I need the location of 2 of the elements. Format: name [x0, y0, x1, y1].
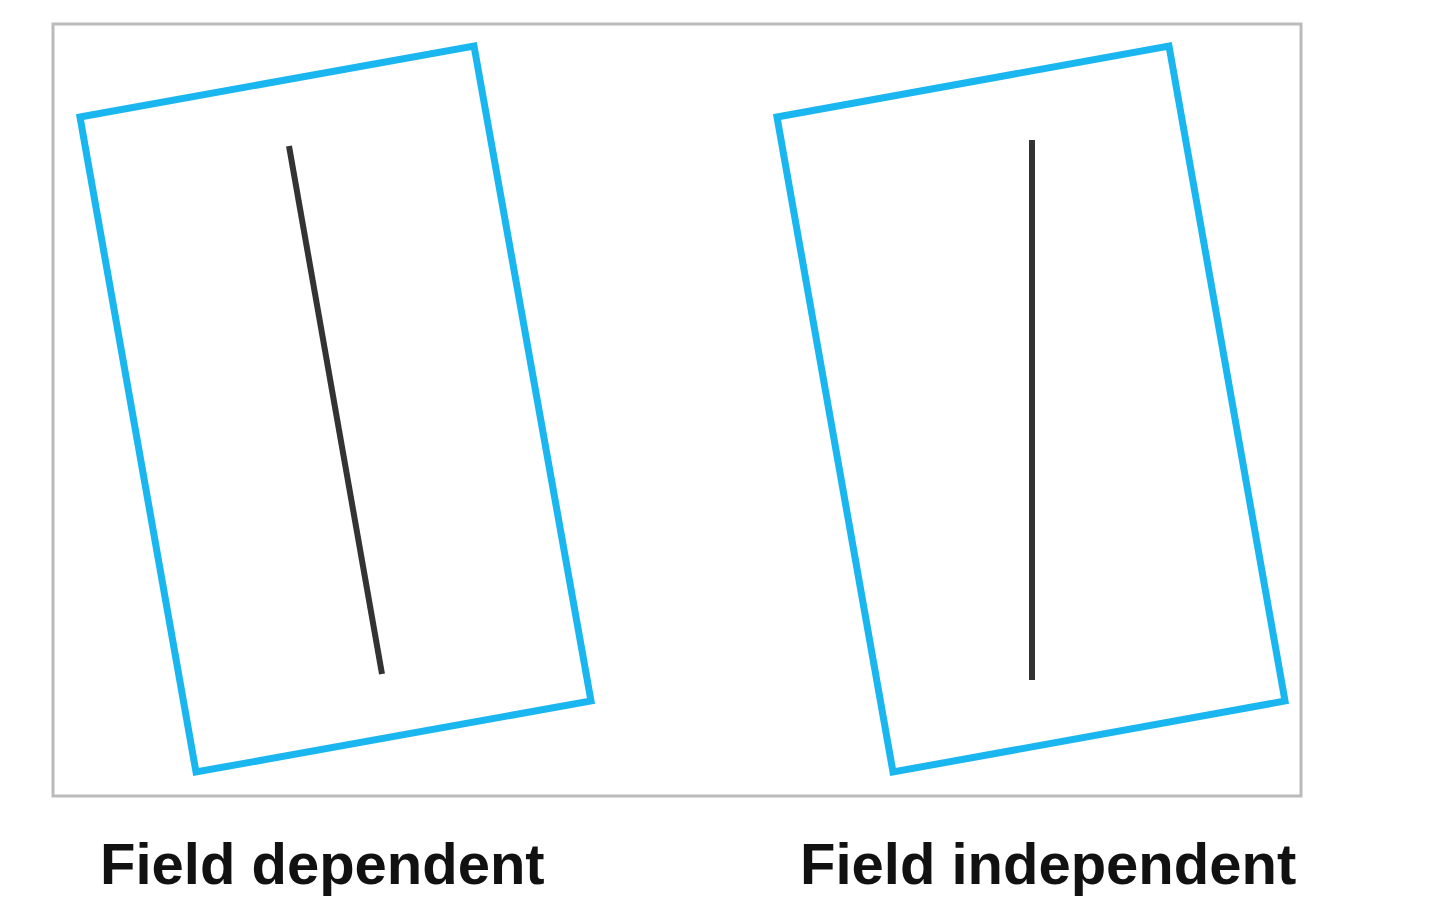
caption-label: Field dependent — [100, 832, 545, 896]
caption-label: Field independent — [800, 832, 1297, 896]
